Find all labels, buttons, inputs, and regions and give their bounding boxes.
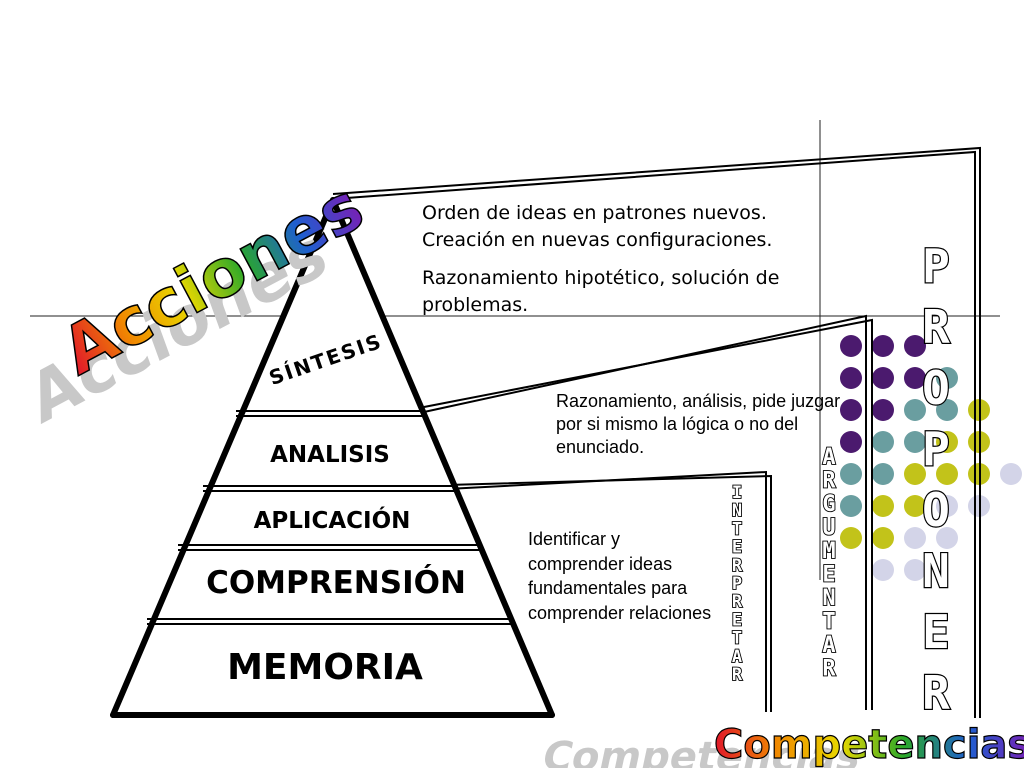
decorative-dot: [840, 399, 862, 421]
svg-text:Competencias: Competencias: [714, 722, 1024, 768]
decorative-dot: [936, 431, 958, 453]
bracket-interpretar: [446, 470, 772, 712]
decorative-dot: [872, 399, 894, 421]
decorative-dot: [904, 399, 926, 421]
decorative-dot: [904, 527, 926, 549]
description-sintesis-line1: Orden de ideas en patrones nuevos. Creac…: [422, 202, 773, 251]
decorative-dot: [840, 367, 862, 389]
description-aplicacion: Identificar y comprender ideas fundament…: [528, 529, 712, 623]
decorative-dot: [904, 431, 926, 453]
level-label-analisis: ANALISIS: [270, 442, 390, 468]
decorative-dot: [840, 463, 862, 485]
level-label-comprension: COMPRENSIÓN: [206, 564, 466, 601]
decorative-dot: [872, 527, 894, 549]
decorative-dot: [936, 527, 958, 549]
decorative-dot: [936, 367, 958, 389]
decorative-dot: [936, 399, 958, 421]
bracket-argumentar: [423, 314, 873, 710]
decorative-dot: [840, 431, 862, 453]
dot-grid: [840, 335, 1022, 581]
svg-text:Competencias: Competencias: [538, 732, 865, 768]
decorative-dot: [872, 431, 894, 453]
decorative-dot: [904, 463, 926, 485]
decorative-dot: [840, 335, 862, 357]
bracket-proponer: [332, 146, 981, 718]
description-sintesis: Orden de ideas en patrones nuevos. Creac…: [422, 200, 842, 319]
decorative-dot: [904, 495, 926, 517]
decorative-dot: [872, 463, 894, 485]
decorative-dot: [872, 335, 894, 357]
decorative-dot: [904, 559, 926, 581]
decorative-dot: [840, 495, 862, 517]
description-sintesis-line2: Razonamiento hipotético, solución de pro…: [422, 267, 780, 316]
level-label-memoria: MEMORIA: [227, 647, 423, 688]
decorative-dot: [936, 463, 958, 485]
decorative-dot: [904, 335, 926, 357]
pyramid: [110, 197, 555, 718]
decorative-dot: [872, 495, 894, 517]
decorative-dot: [936, 495, 958, 517]
title-competencias: Competencias Competencias: [538, 721, 1024, 772]
level-label-aplicacion: APLICACIÓN: [254, 506, 411, 534]
decorative-dot: [904, 367, 926, 389]
description-analisis: Razonamiento, análisis, pide juzgar por …: [556, 391, 841, 457]
decorative-dot: [872, 559, 894, 581]
decorative-dot: [840, 527, 862, 549]
decorative-dot: [1000, 463, 1022, 485]
decorative-dot: [872, 367, 894, 389]
